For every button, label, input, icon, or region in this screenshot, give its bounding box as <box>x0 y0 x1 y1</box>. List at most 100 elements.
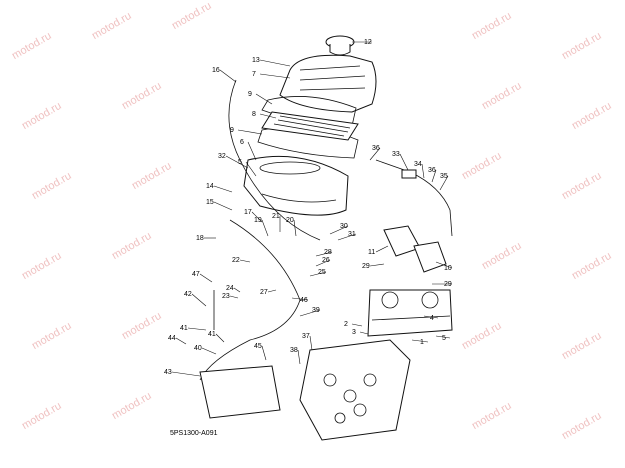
part-callout: 39 <box>312 307 320 314</box>
cap <box>325 35 355 56</box>
leader-line <box>255 93 273 105</box>
leader-line <box>315 251 333 257</box>
part-callout: 22 <box>232 257 240 264</box>
part-callout: 16 <box>212 67 220 74</box>
leader-line <box>431 169 437 183</box>
leader-line <box>369 147 381 161</box>
part-callout: 23 <box>222 293 230 300</box>
leader-line <box>411 339 429 343</box>
leader-line <box>309 271 327 277</box>
part-callout: 41 <box>180 325 188 332</box>
leader-line <box>261 345 267 361</box>
part-callout: 26 <box>322 257 330 264</box>
part-callout: 10 <box>444 265 452 272</box>
part-callout: 5 <box>238 159 242 166</box>
part-callout: 30 <box>340 223 348 230</box>
part-callout: 47 <box>192 271 200 278</box>
leader-line <box>435 335 451 339</box>
intake-joints <box>383 225 447 273</box>
leader-line <box>267 289 277 293</box>
part-callout: 24 <box>226 285 234 292</box>
leader-line <box>213 185 233 193</box>
part-callout: 8 <box>252 111 256 118</box>
part-callout: 14 <box>206 183 214 190</box>
part-callout: 34 <box>414 161 422 168</box>
part-callout: 33 <box>392 151 400 158</box>
part-callout: 9 <box>248 91 252 98</box>
part-callout: 13 <box>252 57 260 64</box>
leader-line <box>439 175 449 191</box>
diagram-code: 5PS1300-A091 <box>170 430 218 437</box>
left-hoses <box>199 219 301 419</box>
part-callout: 3 <box>352 329 356 336</box>
part-callout: 18 <box>196 235 204 242</box>
leader-line <box>239 259 251 263</box>
leader-line <box>259 73 291 79</box>
part-callout: 44 <box>168 335 176 342</box>
leader-line <box>259 59 291 67</box>
part-callout: 11 <box>368 249 375 256</box>
leader-line <box>237 129 263 135</box>
leader-line <box>199 273 213 283</box>
part-callout: 35 <box>440 173 448 180</box>
part-callout: 29 <box>362 263 370 270</box>
part-callout: 31 <box>348 231 356 238</box>
leader-line <box>233 287 241 293</box>
part-callout: 2 <box>344 321 348 328</box>
leader-line <box>309 335 313 351</box>
part-callout: 17 <box>244 209 252 216</box>
leader-line <box>247 141 257 161</box>
part-callout: 42 <box>184 291 192 298</box>
part-callout: 28 <box>324 249 332 256</box>
leader-line <box>187 327 207 331</box>
leader-line <box>215 333 225 343</box>
leader-line <box>171 371 201 377</box>
throttle-body <box>367 289 453 337</box>
leader-line <box>201 347 217 355</box>
leader-line <box>251 211 263 223</box>
part-callout: 25 <box>318 269 326 276</box>
leader-line <box>175 337 187 345</box>
part-callout: 32 <box>218 153 226 160</box>
air-filter-element <box>261 111 359 141</box>
part-callout: 37 <box>302 333 310 340</box>
part-callout: 46 <box>300 297 308 304</box>
air-filter-cover <box>279 54 377 113</box>
part-callout: 27 <box>260 289 268 296</box>
part-callout: 36 <box>428 167 436 174</box>
part-callout: 40 <box>194 345 202 352</box>
vent-hose <box>375 159 453 237</box>
leader-line <box>191 293 207 307</box>
leader-line <box>291 297 309 301</box>
leader-line <box>219 69 237 83</box>
part-callout: 29 <box>444 281 452 288</box>
part-callout: 1 <box>420 339 424 346</box>
leader-line <box>375 245 389 253</box>
leader-line <box>299 309 321 317</box>
leader-line <box>225 155 249 169</box>
part-callout: 43 <box>164 369 172 376</box>
cylinder-head <box>299 339 411 441</box>
part-callout: 7 <box>252 71 256 78</box>
part-callout: 21 <box>272 213 280 220</box>
part-callout: 19 <box>254 217 262 224</box>
part-callout: 9 <box>230 127 234 134</box>
leader-line <box>421 163 425 179</box>
part-callout: 5 <box>442 335 446 342</box>
leader-line <box>369 263 385 267</box>
leader-line <box>435 261 453 269</box>
leader-line <box>297 349 301 365</box>
leader-line <box>337 233 357 241</box>
leader-line <box>329 225 349 235</box>
leader-line <box>245 161 257 177</box>
part-callout: 45 <box>254 343 262 350</box>
part-callout: 38 <box>290 347 298 354</box>
part-callout: 6 <box>240 139 244 146</box>
part-callout: 15 <box>206 199 214 206</box>
air-filter-case <box>243 155 349 216</box>
part-callout: 36 <box>372 145 380 152</box>
part-callout: 41 <box>208 331 216 338</box>
leader-line <box>213 201 233 211</box>
